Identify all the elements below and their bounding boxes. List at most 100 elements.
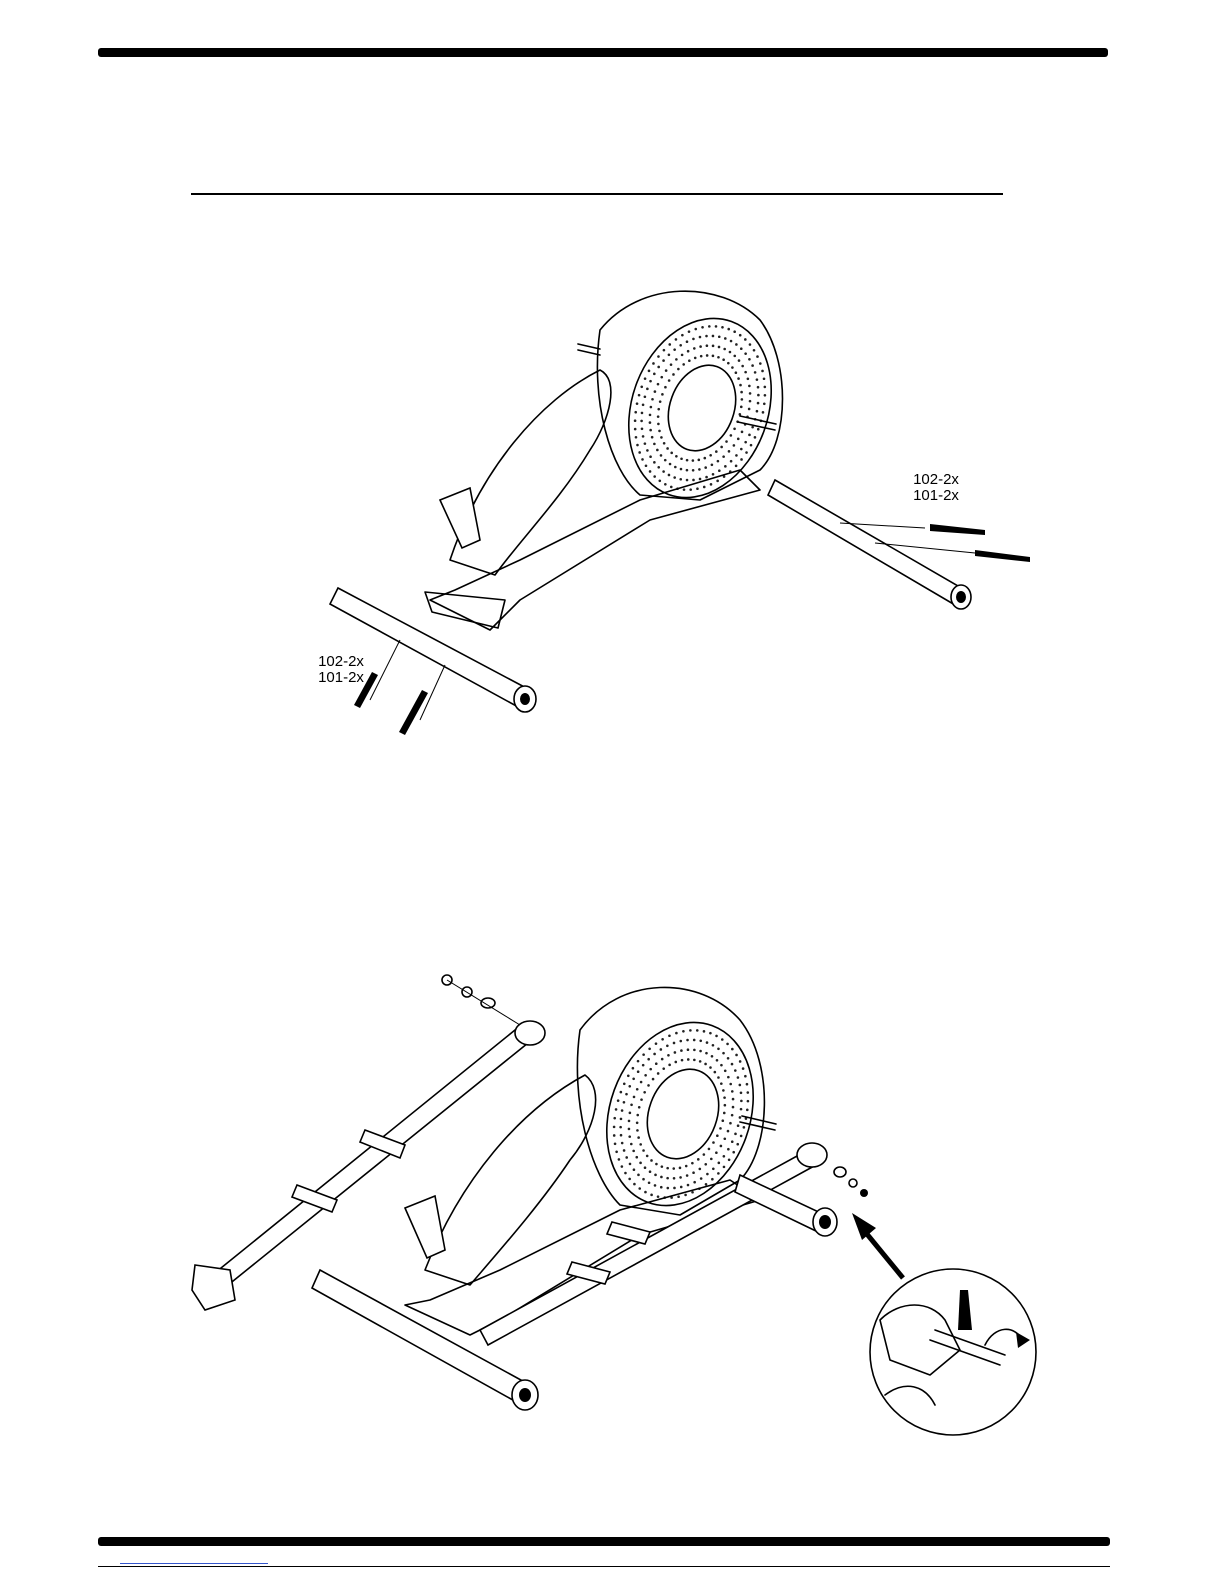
vent-dot: [649, 1170, 652, 1173]
vent-dot: [657, 1072, 660, 1075]
vent-dot: [642, 1149, 645, 1152]
vent-dot: [728, 1158, 731, 1161]
vent-dot: [721, 1038, 724, 1041]
footer-bar: [98, 1537, 1110, 1546]
vent-dot: [643, 1091, 646, 1094]
vent-dot: [621, 1109, 624, 1112]
vent-dot: [699, 1050, 702, 1053]
vent-dot: [687, 1048, 690, 1051]
vent-dot: [715, 1151, 718, 1154]
vent-dot: [731, 1090, 734, 1093]
vent-dot: [629, 1163, 632, 1166]
vent-dot: [637, 1136, 640, 1139]
left-pedal-arm: [192, 1021, 545, 1310]
vent-dot: [620, 1091, 623, 1094]
vent-dot: [732, 1098, 735, 1101]
vent-dot: [660, 1186, 663, 1189]
vent-dot: [724, 1104, 727, 1107]
vent-dot: [620, 1118, 623, 1121]
vent-dot: [691, 1191, 694, 1194]
vent-dot: [710, 1158, 713, 1161]
left-arm-hardware: [442, 975, 520, 1025]
vent-dot: [703, 1153, 706, 1156]
vent-dot: [712, 1141, 715, 1144]
vent-dot: [718, 1162, 721, 1165]
vent-dot: [685, 1165, 688, 1168]
vent-dot: [620, 1134, 623, 1137]
vent-dot: [628, 1178, 631, 1181]
vent-dot: [737, 1124, 740, 1127]
vent-dot: [697, 1158, 700, 1161]
vent-dot: [667, 1054, 670, 1057]
vent-dot: [644, 1191, 647, 1194]
vent-dot: [661, 1038, 664, 1041]
vent-dot: [687, 1058, 690, 1061]
vent-dot: [706, 1173, 709, 1176]
vent-dot: [723, 1096, 726, 1099]
vent-dot: [629, 1112, 632, 1115]
vent-dot: [633, 1183, 636, 1186]
vent-dot: [642, 1178, 645, 1181]
vent-dot: [646, 1155, 649, 1158]
vent-dot: [684, 1194, 687, 1197]
upright-neck-2: [425, 1075, 596, 1285]
vent-dot: [686, 1039, 689, 1042]
vent-dot: [628, 1135, 631, 1138]
vent-dot: [632, 1150, 635, 1153]
vent-dot: [740, 1100, 743, 1103]
footer-link-underline: [120, 1563, 268, 1564]
vent-dot: [637, 1070, 640, 1073]
vent-dot: [717, 1047, 720, 1050]
vent-dot: [672, 1167, 675, 1170]
vent-dot: [632, 1067, 635, 1070]
vent-dot: [709, 1032, 712, 1035]
vent-dot: [727, 1148, 730, 1151]
vent-dot: [680, 1049, 683, 1052]
vent-dot: [727, 1130, 730, 1133]
vent-dot: [689, 1029, 692, 1032]
post-socket-2: [405, 1196, 445, 1258]
vent-dot: [623, 1082, 626, 1085]
vent-dot: [722, 1052, 725, 1055]
vent-dot: [674, 1051, 677, 1054]
vent-dot: [677, 1195, 680, 1198]
vent-dot: [679, 1176, 682, 1179]
vent-dot: [642, 1053, 645, 1056]
vent-dot: [734, 1069, 737, 1072]
right-arm-hardware: [834, 1167, 868, 1197]
vent-dot: [734, 1133, 737, 1136]
vent-dot: [693, 1049, 696, 1052]
vent-dot: [723, 1137, 726, 1140]
vent-dot: [686, 1174, 689, 1177]
vent-dot: [699, 1040, 702, 1043]
vent-dot: [633, 1168, 636, 1171]
vent-dot: [680, 1186, 683, 1189]
vent-dot: [655, 1062, 658, 1065]
vent-dot: [704, 1063, 707, 1066]
vent-dot: [613, 1117, 616, 1120]
vent-dot: [712, 1044, 715, 1047]
vent-dot: [628, 1128, 631, 1131]
vent-dot: [636, 1088, 639, 1091]
vent-dot: [661, 1058, 664, 1061]
vent-dot: [655, 1163, 658, 1166]
vent-dot: [717, 1172, 720, 1175]
vent-dot: [717, 1076, 720, 1079]
vent-dot: [747, 1100, 750, 1103]
vent-dot: [648, 1181, 651, 1184]
vent-dot: [721, 1119, 724, 1122]
vent-dot: [681, 1059, 684, 1062]
vent-dot: [666, 1187, 669, 1190]
vent-dot: [715, 1035, 718, 1038]
vent-dot: [731, 1140, 734, 1143]
vent-dot: [640, 1098, 643, 1101]
vent-dot: [621, 1142, 624, 1145]
vent-dot: [647, 1084, 650, 1087]
vent-dot: [720, 1145, 723, 1148]
vent-dot: [736, 1143, 739, 1146]
footer-rule: [98, 1566, 1110, 1567]
vent-dot: [638, 1187, 641, 1190]
vent-dot: [613, 1134, 616, 1137]
vent-dot: [708, 1148, 711, 1151]
